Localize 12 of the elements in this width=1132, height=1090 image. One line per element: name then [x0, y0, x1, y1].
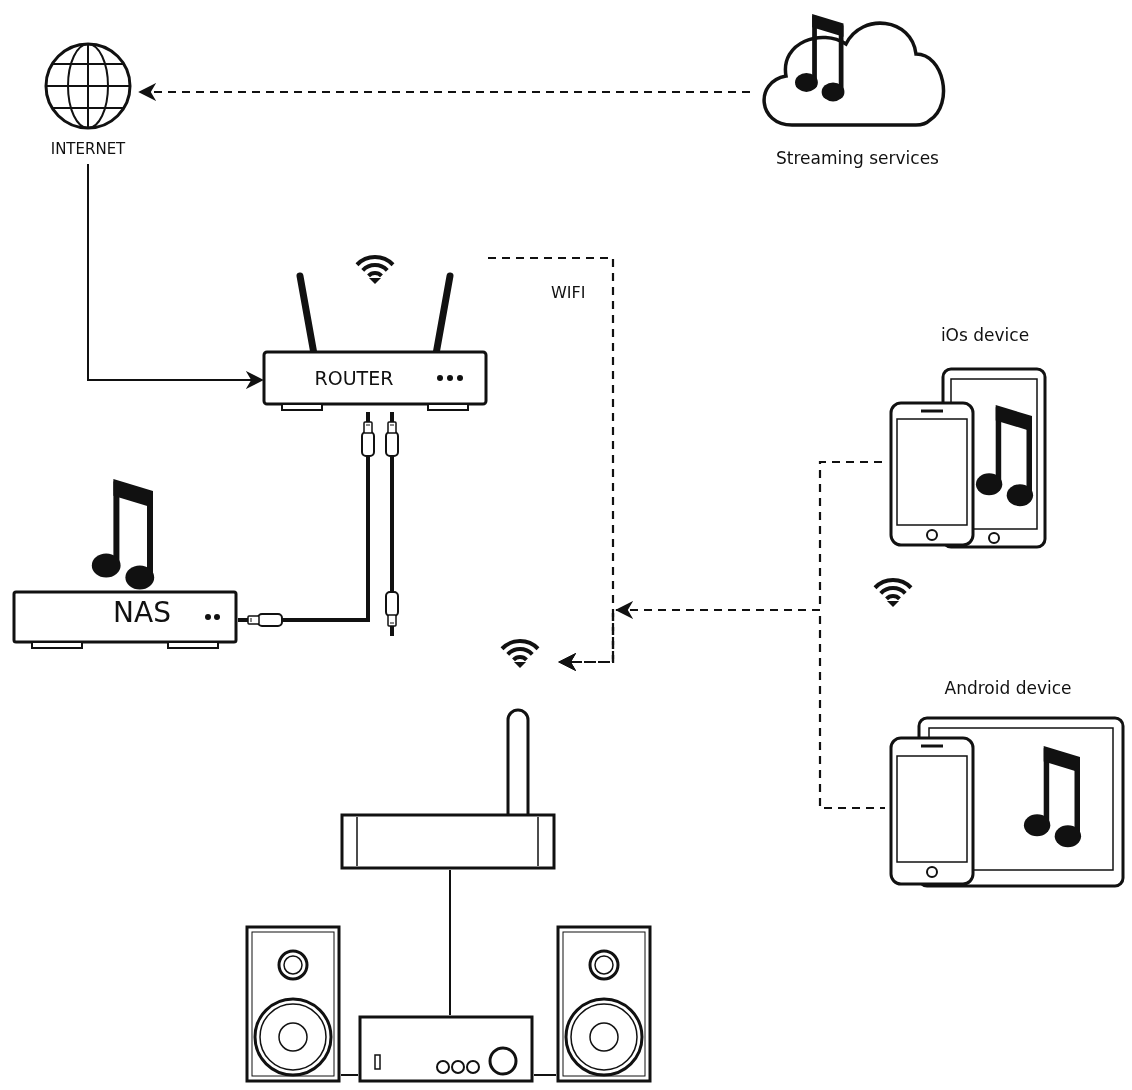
connector-line	[449, 869, 451, 1016]
connector-line	[533, 1074, 557, 1076]
device-label: iOs device	[939, 325, 1031, 346]
arrow	[87, 163, 264, 389]
device-label: ROUTER	[313, 367, 395, 390]
dashed-arrow	[615, 601, 820, 619]
connector-line	[340, 1074, 359, 1076]
device-label: NAS	[112, 596, 172, 630]
device-label: Android device	[943, 678, 1073, 699]
device-label: INTERNET	[49, 140, 127, 158]
dashed-arrow	[138, 83, 750, 101]
device-label: Streaming services	[775, 148, 940, 169]
